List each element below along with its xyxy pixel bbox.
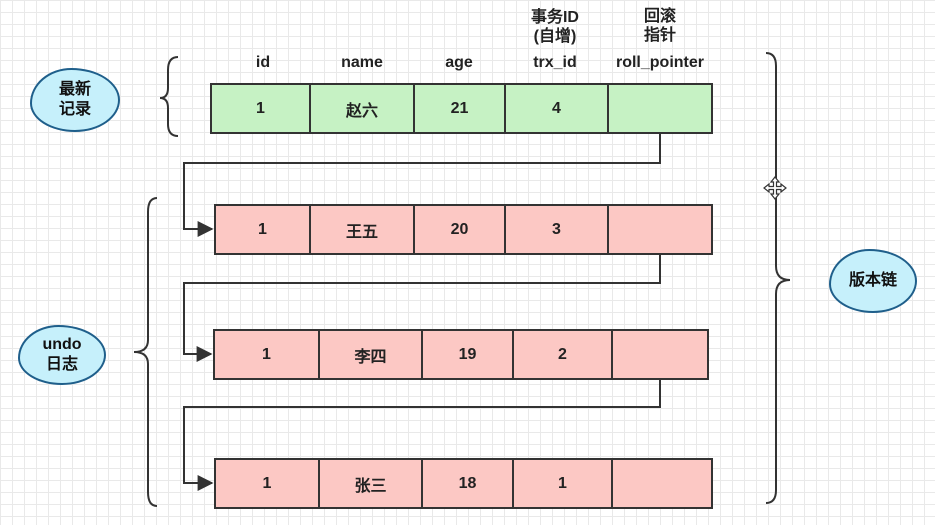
undo-log-label-line1: undo	[42, 336, 82, 353]
header-roll-pointer-line1: 回滚	[643, 8, 676, 25]
cell-id: 1	[212, 85, 311, 132]
header-roll-pointer-line2: 指针	[643, 27, 676, 44]
undo-log-label-line2: 日志	[45, 356, 78, 373]
header-trx-id-line1: 事务ID	[530, 9, 579, 26]
cell-age: 21	[415, 85, 506, 132]
record-row-undo-3: 1 张三 18 1	[214, 458, 713, 509]
version-chain-cloud: 版本链	[829, 249, 917, 313]
roll-pointer-arrow-2	[183, 255, 661, 362]
cell-trx-id: 2	[514, 331, 613, 378]
undo-brace	[133, 197, 158, 507]
cell-name: 李四	[320, 331, 423, 378]
cell-id: 1	[215, 331, 320, 378]
roll-pointer-arrow-3	[183, 380, 661, 491]
version-chain-brace	[765, 52, 791, 504]
cell-name: 王五	[311, 206, 415, 253]
header-trx-id-line2: (自增)	[533, 28, 577, 45]
cell-age: 19	[423, 331, 514, 378]
header-roll-pointer: 回滚 指针 roll_pointer	[600, 7, 720, 72]
cell-trx-id: 1	[514, 460, 613, 507]
version-chain-label: 版本链	[848, 272, 897, 289]
cell-id: 1	[216, 460, 320, 507]
header-trx-id: 事务ID (自增) trx_id	[515, 8, 595, 72]
header-id: id	[255, 54, 271, 71]
record-row-undo-1: 1 王五 20 3	[214, 204, 713, 255]
record-row-undo-2: 1 李四 19 2	[213, 329, 709, 380]
latest-brace	[159, 56, 179, 137]
cell-age: 18	[423, 460, 514, 507]
header-roll-pointer-line3: roll_pointer	[615, 54, 704, 71]
roll-pointer-arrow-1	[183, 134, 661, 237]
record-row-latest: 1 赵六 21 4	[210, 83, 713, 134]
cell-age: 20	[415, 206, 506, 253]
latest-record-label-line2: 记录	[58, 101, 91, 118]
header-trx-id-line3: trx_id	[533, 54, 577, 71]
header-age: age	[445, 54, 473, 71]
latest-record-cloud: 最新 记录	[30, 68, 120, 132]
header-name: name	[341, 54, 383, 71]
cell-id: 1	[216, 206, 311, 253]
move-cursor-icon	[763, 176, 787, 200]
latest-record-label-line1: 最新	[58, 81, 91, 98]
cell-trx-id: 3	[506, 206, 609, 253]
cell-name: 张三	[320, 460, 423, 507]
cell-name: 赵六	[311, 85, 415, 132]
cell-trx-id: 4	[506, 85, 609, 132]
undo-log-cloud: undo 日志	[18, 325, 106, 385]
